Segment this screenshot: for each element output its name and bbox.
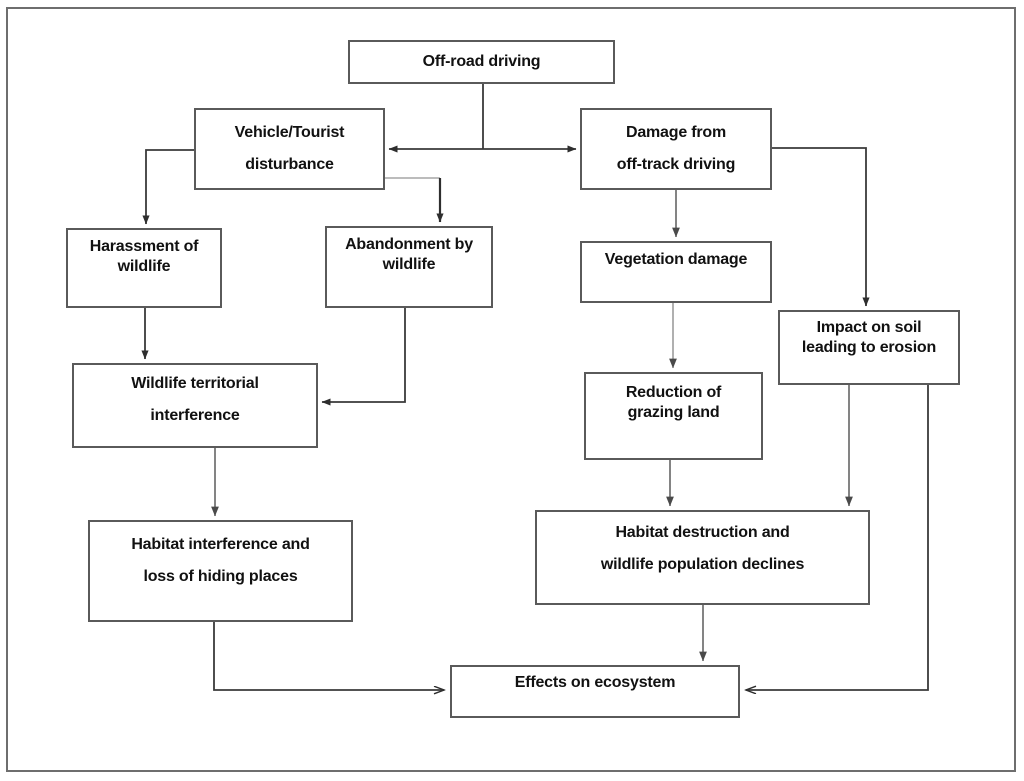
- node-label-line-2: wildlife: [117, 258, 171, 276]
- node-label-line-1: Damage from: [625, 123, 727, 141]
- node-label-line-2: wildlife population declines: [600, 556, 805, 574]
- node-wildlife-territorial-interference[interactable]: Wildlife territorial interference: [72, 363, 318, 448]
- node-label-line-2: wildlife: [382, 256, 436, 274]
- node-habitat-destruction-and-wildlife-population-declines[interactable]: Habitat destruction and wildlife populat…: [535, 510, 870, 605]
- node-label-line-1: Reduction of: [625, 384, 722, 401]
- node-label: Off-road driving: [422, 52, 541, 70]
- node-label-line-2: loss of hiding places: [143, 568, 298, 586]
- node-label-line-1: Wildlife territorial: [131, 375, 259, 392]
- node-label-line-2: grazing land: [627, 404, 720, 422]
- node-vehicle-tourist-disturbance[interactable]: Vehicle/Tourist disturbance: [194, 108, 385, 190]
- node-habitat-interference-and-loss-of-hiding-places[interactable]: Habitat interference and loss of hiding …: [88, 520, 353, 622]
- node-label-line-1: Habitat interference and: [131, 536, 310, 553]
- node-impact-on-soil-leading-to-erosion[interactable]: Impact on soil leading to erosion: [778, 310, 960, 385]
- node-label-line-2: disturbance: [245, 156, 334, 173]
- node-label-line-1: Vehicle/Tourist: [234, 123, 345, 141]
- node-label-line-2: interference: [150, 407, 240, 425]
- node-harassment-of-wildlife[interactable]: Harassment of wildlife: [66, 228, 222, 308]
- node-reduction-of-grazing-land[interactable]: Reduction of grazing land: [584, 372, 763, 460]
- node-label-line-2: off-track driving: [616, 156, 736, 173]
- node-effects-on-ecosystem[interactable]: Effects on ecosystem: [450, 665, 740, 718]
- node-label-line-1: Habitat destruction and: [615, 524, 790, 541]
- node-label: Vegetation damage: [604, 251, 748, 268]
- node-label-line-1: Impact on soil: [816, 319, 922, 336]
- node-vegetation-damage[interactable]: Vegetation damage: [580, 241, 772, 303]
- node-damage-from-off-track-driving[interactable]: Damage from off-track driving: [580, 108, 772, 190]
- node-label-line-1: Harassment of: [89, 238, 199, 255]
- node-abandonment-by-wildlife[interactable]: Abandonment by wildlife: [325, 226, 493, 308]
- node-off-road-driving[interactable]: Off-road driving: [348, 40, 615, 84]
- node-label: Effects on ecosystem: [514, 674, 676, 691]
- node-label-line-2: leading to erosion: [801, 339, 937, 357]
- node-label-line-1: Abandonment by: [345, 236, 473, 253]
